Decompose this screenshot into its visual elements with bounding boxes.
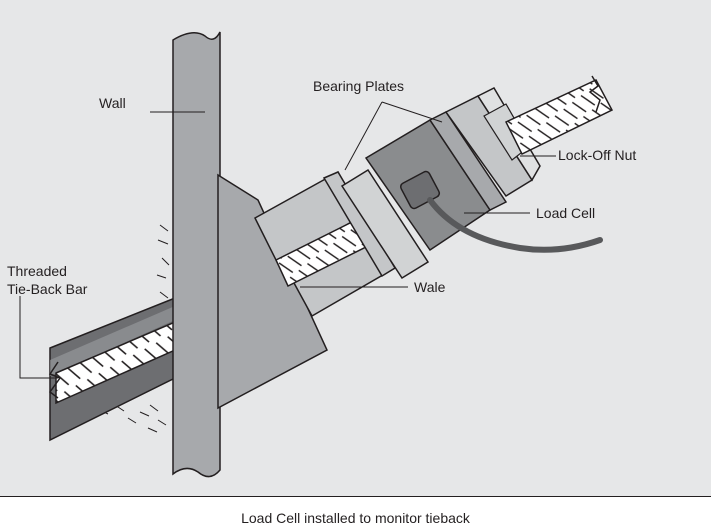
leader-lines	[19, 101, 556, 379]
label-load-cell: Load Cell	[536, 205, 595, 221]
wale-wedge	[217, 173, 328, 410]
diagram-canvas: Wall Bearing Plates Lock-Off Nut Load Ce…	[7, 31, 636, 478]
load-cell	[364, 111, 603, 253]
label-tie-back-bar: Tie-Back Bar	[7, 281, 88, 297]
caption-divider	[0, 496, 711, 497]
bearing-plates	[322, 168, 430, 280]
load-cell-cable	[427, 197, 603, 253]
threaded-bar-end	[504, 79, 614, 156]
label-bearing-plates: Bearing Plates	[313, 78, 404, 94]
bar-end-break-mark	[588, 75, 601, 113]
label-wall: Wall	[99, 95, 126, 111]
label-lock-off-nut: Lock-Off Nut	[558, 147, 636, 163]
bar-break-mark	[48, 361, 62, 399]
wall	[172, 31, 221, 478]
tieback-diagram: Wall Bearing Plates Lock-Off Nut Load Ce…	[0, 0, 711, 496]
tie-back-bar-leader	[19, 296, 58, 379]
label-wale: Wale	[414, 279, 446, 295]
figure-caption: Load Cell installed to monitor tieback	[241, 510, 470, 526]
bearing-plates-leader	[344, 101, 443, 171]
label-threaded: Threaded	[7, 263, 67, 279]
